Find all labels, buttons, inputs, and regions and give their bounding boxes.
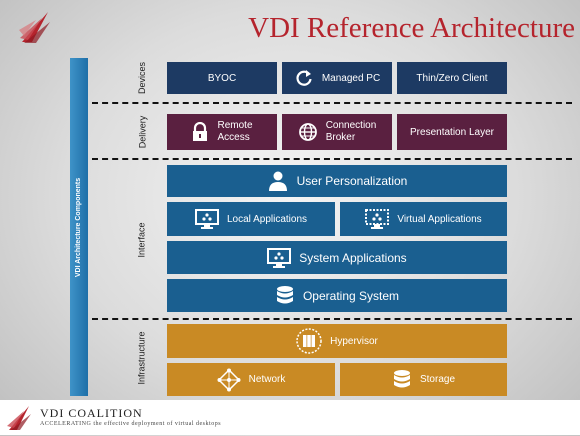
lock-icon <box>191 122 209 142</box>
network-icon <box>217 368 241 392</box>
thin-client-box: Thin/Zero Client <box>397 62 507 94</box>
components-side-bar <box>70 58 88 396</box>
separator-delivery-interface <box>92 158 572 160</box>
local-applications-box: Local Applications <box>167 202 335 236</box>
byoc-box: BYOC <box>167 62 277 94</box>
managed-pc-box: Managed PC <box>282 62 392 94</box>
user-icon <box>267 170 289 192</box>
monitor-apps-icon <box>194 209 219 229</box>
virtual-monitor-icon <box>365 209 390 229</box>
layer-label-infrastructure: Infrastructure <box>137 331 147 385</box>
globe-icon <box>298 122 318 142</box>
layer-label-devices: Devices <box>137 61 148 95</box>
system-applications-box: System Applications <box>167 241 507 274</box>
server-rack-icon <box>296 328 322 354</box>
storage-box: Storage <box>340 363 507 396</box>
hypervisor-box: Hypervisor <box>167 324 507 358</box>
virtual-applications-box: Virtual Applications <box>340 202 507 236</box>
presentation-layer-box: Presentation Layer <box>397 114 507 150</box>
coalition-logo-icon <box>18 8 52 44</box>
monitor-apps-icon <box>267 247 292 268</box>
database-icon <box>275 285 295 307</box>
layer-label-interface: Interface <box>137 222 147 258</box>
network-box: Network <box>167 363 335 396</box>
footer-org-name: VDI COALITION <box>40 406 143 420</box>
page-title: VDI Reference Architecture <box>248 12 575 44</box>
database-icon <box>392 369 412 391</box>
layer-label-delivery: Delivery <box>137 115 148 149</box>
user-personalization-box: User Personalization <box>167 165 507 197</box>
footer-logo-icon <box>6 403 32 431</box>
separator-interface-infrastructure <box>92 318 572 320</box>
footer <box>0 400 580 435</box>
refresh-icon <box>294 68 314 88</box>
components-side-label: VDI Architecture Components <box>75 177 83 277</box>
separator-devices-delivery <box>92 102 572 104</box>
footer-tagline: ACCELERATING the effective deployment of… <box>40 421 222 427</box>
operating-system-box: Operating System <box>167 279 507 312</box>
